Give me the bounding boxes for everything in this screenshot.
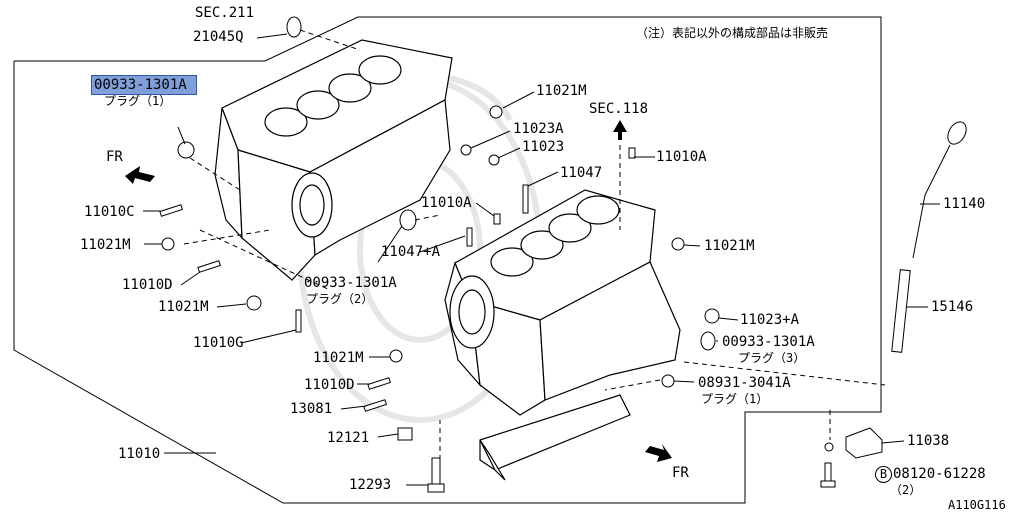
cylinder-bores-right [490, 195, 620, 277]
part-11010d-a[interactable]: 11010D [122, 277, 173, 293]
cylinder-bores-left [264, 55, 402, 137]
part-15146[interactable]: 15146 [931, 299, 974, 315]
part-11010a-right[interactable]: 11010A [656, 149, 707, 165]
part-11010a-mid[interactable]: 11010A [421, 195, 472, 211]
part-00933-top-qty: プラグ（1） [104, 94, 172, 108]
part-08120-qty: （2） [890, 483, 922, 497]
diagram-frame [13, 16, 882, 504]
sec118-arrow [613, 120, 627, 140]
fr-label-bottom: FR [672, 465, 689, 481]
part-11010g[interactable]: 11010G [193, 335, 244, 351]
part-11023[interactable]: 11023 [522, 139, 565, 155]
part-00933-right-qty: プラグ（3） [738, 351, 806, 365]
part-11010[interactable]: 11010 [118, 446, 161, 462]
small-parts [159, 16, 967, 493]
sec211-ref[interactable]: SEC.211 [195, 5, 255, 21]
part-11021m-b[interactable]: 11021M [80, 237, 131, 253]
part-08931[interactable]: 08931-3041A [698, 375, 791, 391]
fr-label-top: FR [106, 149, 123, 165]
part-13081[interactable]: 13081 [290, 401, 333, 417]
part-11021m-a[interactable]: 11021M [536, 83, 587, 99]
diagram-code: A110G116 [948, 498, 1006, 512]
part-11010d-b[interactable]: 11010D [304, 377, 355, 393]
part-11023a-right[interactable]: 11023+A [740, 312, 800, 328]
part-00933-mid[interactable]: 00933-1301A [304, 275, 397, 291]
part-11021m-right[interactable]: 11021M [704, 238, 755, 254]
part-11047[interactable]: 11047 [560, 165, 603, 181]
ladder-frame [479, 394, 631, 481]
part-11140[interactable]: 11140 [943, 196, 986, 212]
part-12121[interactable]: 12121 [327, 430, 370, 446]
part-00933-right[interactable]: 00933-1301A [722, 334, 815, 350]
part-08931-qty: プラグ（1） [701, 392, 769, 406]
sec118-ref[interactable]: SEC.118 [589, 101, 649, 117]
part-00933-top[interactable]: 00933-1301A [94, 77, 187, 93]
part-21045q[interactable]: 21045Q [193, 29, 244, 45]
part-11010c[interactable]: 11010C [84, 204, 135, 220]
part-11047a[interactable]: 11047+A [381, 244, 441, 260]
highlight-00933-top [91, 75, 197, 95]
part-11021m-c[interactable]: 11021M [158, 299, 209, 315]
note-non-sale: （注）表記以外の構成部品は非販売 [636, 26, 829, 40]
fr-arrow-top [125, 166, 155, 184]
leader-lines [143, 33, 940, 486]
part-12293[interactable]: 12293 [349, 477, 392, 493]
part-11023a[interactable]: 11023A [513, 121, 564, 137]
part-08120-number: 08120-61228 [893, 466, 986, 482]
part-00933-mid-qty: プラグ（2） [306, 292, 374, 306]
direction-arrows [125, 120, 672, 462]
dashed-lines [183, 29, 886, 460]
part-11021m-d[interactable]: 11021M [313, 350, 364, 366]
part-11038[interactable]: 11038 [907, 433, 950, 449]
bolt-mark-b: B [875, 466, 892, 483]
fr-arrow-bottom [645, 444, 672, 462]
